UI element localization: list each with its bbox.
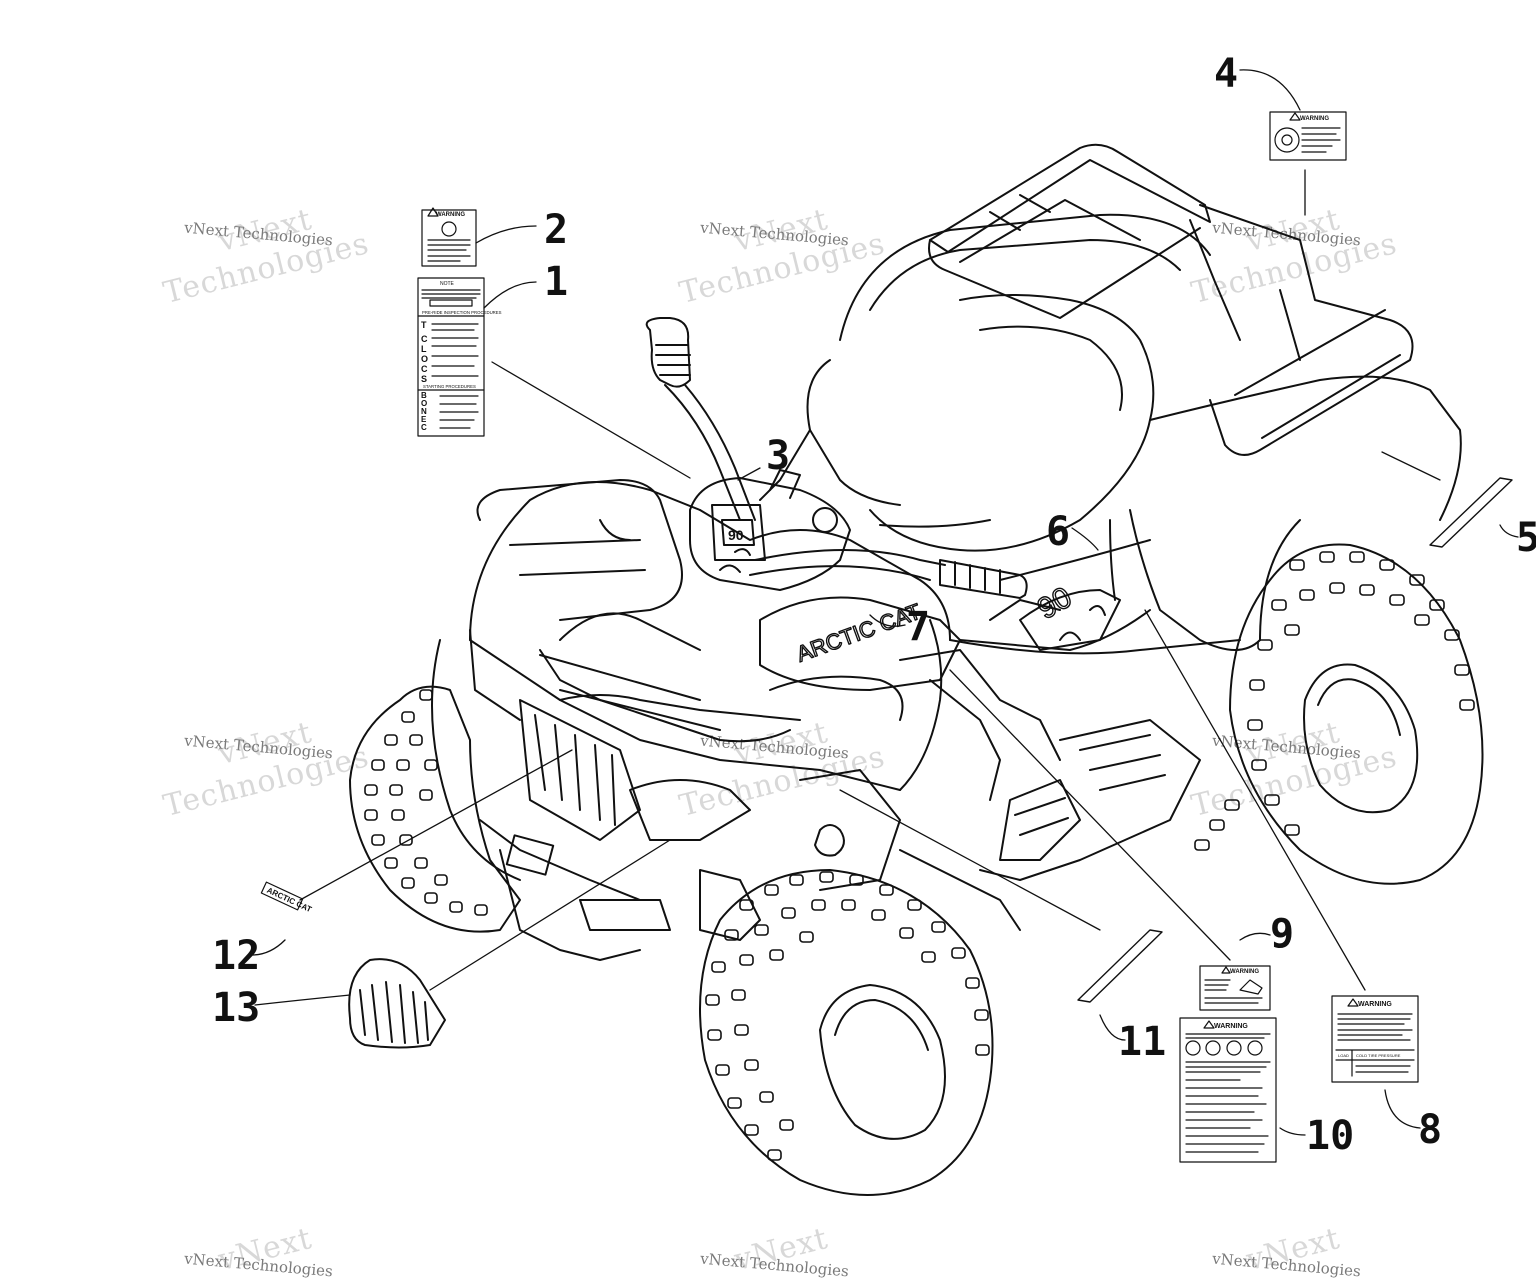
decal-4-warning: WARNING xyxy=(1300,116,1329,122)
handlebar xyxy=(645,317,1028,599)
front-right-tire xyxy=(699,869,994,1196)
callout-9: 9 xyxy=(1270,911,1295,957)
decal-10-warning: WARNING xyxy=(1214,1023,1248,1030)
console: 90 xyxy=(689,469,851,591)
front-grille xyxy=(469,629,751,961)
decal-12-brand-text: ARCTIC CAT xyxy=(265,886,313,915)
callout-6: 6 xyxy=(1046,509,1071,555)
decal-8-pressure: COLD TIRE PRESSURE xyxy=(1356,1053,1401,1058)
rear-tire xyxy=(1194,543,1484,885)
callout-8: 8 xyxy=(1418,1107,1443,1153)
callout-2: 2 xyxy=(544,207,569,253)
svg-text:C: C xyxy=(421,423,427,432)
decal-1-preride-label: NOTE PRE-RIDE INSPECTION PROCEDURES T C … xyxy=(417,277,502,437)
svg-text:E: E xyxy=(421,415,427,424)
callout-7: 7 xyxy=(906,604,931,650)
decal-2-warning-label: WARNING xyxy=(421,207,477,267)
decal-8-tire-pressure-label: WARNING LOAD COLD TIRE PRESSURE xyxy=(1331,995,1419,1083)
front-left-tread xyxy=(364,689,488,916)
svg-text:T: T xyxy=(421,320,427,330)
svg-text:B: B xyxy=(421,391,427,400)
callout-10: 10 xyxy=(1306,1113,1355,1159)
front-right-tread xyxy=(705,871,990,1161)
decal-8-load: LOAD xyxy=(1338,1053,1349,1058)
decal-5-rear-stripe xyxy=(1429,477,1513,548)
decal-10-warning-label: WARNING xyxy=(1179,1017,1277,1163)
decal-4-warning-label: WARNING xyxy=(1269,111,1347,161)
callout-4: 4 xyxy=(1214,51,1239,97)
svg-text:C: C xyxy=(421,334,428,344)
decal-1-preride-heading: PRE-RIDE INSPECTION PROCEDURES xyxy=(422,310,502,315)
decal-1-note: NOTE xyxy=(440,281,455,287)
front-left-tire xyxy=(349,685,521,933)
side-panel: ARCTIC CAT 90 xyxy=(759,580,1121,691)
svg-text:S: S xyxy=(421,374,427,384)
side-panel-model: 90 xyxy=(1032,581,1077,626)
callout-5: 5 xyxy=(1516,515,1536,561)
rear-rack xyxy=(928,143,1414,456)
decal-9-warning-label: WARNING xyxy=(1199,965,1271,1011)
callout-3: 3 xyxy=(766,433,791,479)
svg-text:L: L xyxy=(421,344,427,354)
svg-text:O: O xyxy=(421,354,428,364)
svg-text:O: O xyxy=(421,399,427,408)
callout-1: 1 xyxy=(544,259,569,305)
decal-13-grille xyxy=(348,958,446,1049)
decal-8-warning: WARNING xyxy=(1358,1001,1392,1008)
decal-1-starting-heading: STARTING PROCEDURES xyxy=(423,384,476,389)
callout-13: 13 xyxy=(212,985,261,1031)
console-model: 90 xyxy=(728,527,744,543)
callout-12: 12 xyxy=(212,933,261,979)
svg-text:C: C xyxy=(421,364,428,374)
decal-2-warning: WARNING xyxy=(436,212,465,218)
rear-tire-tread xyxy=(1194,551,1475,851)
decal-9-warning: WARNING xyxy=(1230,969,1259,975)
decal-12-brand: ARCTIC CAT xyxy=(260,881,313,915)
atv-body xyxy=(759,213,1462,655)
leader-lines xyxy=(251,69,1519,1136)
callout-11: 11 xyxy=(1118,1019,1167,1065)
side-panel-brand: ARCTIC CAT xyxy=(793,599,924,667)
svg-text:N: N xyxy=(421,407,427,416)
decal-11-front-stripe xyxy=(1077,929,1163,1003)
chassis xyxy=(699,649,1201,941)
